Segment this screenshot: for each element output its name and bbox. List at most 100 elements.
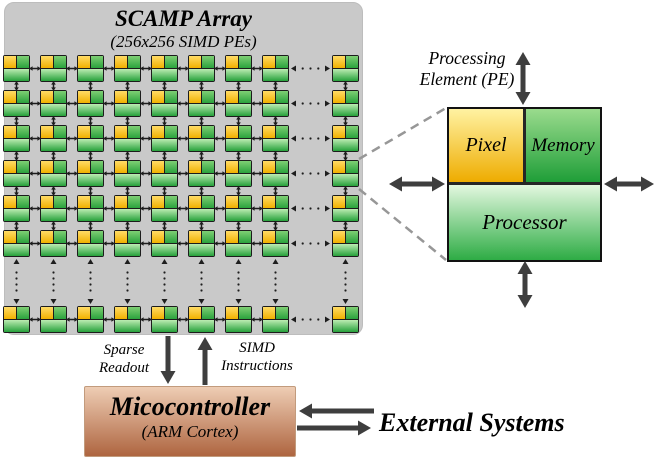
- pe-cell: [262, 306, 289, 333]
- pe-cell-processor: [78, 69, 103, 81]
- pe-link-arrow: [177, 206, 189, 211]
- pe-link-arrow: [236, 151, 241, 161]
- pe-cell-processor: [152, 320, 177, 332]
- pe-cell-memory: [54, 161, 66, 173]
- pe-cell-memory: [128, 307, 140, 319]
- pe-cell-pixel: [115, 91, 127, 103]
- pe-link-arrow: [29, 101, 41, 106]
- zoom-dash-lines: [358, 106, 447, 261]
- pe-cell-memory: [17, 196, 29, 208]
- pe-cell: [40, 195, 67, 222]
- pe-cell: [151, 195, 178, 222]
- pe-cell-processor: [41, 244, 66, 256]
- pe-cell: [40, 90, 67, 117]
- pe-cell-pixel: [263, 126, 275, 138]
- pe-cell-memory: [165, 196, 177, 208]
- pe-cell: [332, 125, 359, 152]
- pe-cell-pixel: [4, 231, 16, 243]
- pe-cell-memory: [239, 307, 251, 319]
- pe-cell-pixel: [41, 91, 53, 103]
- pe-cell-pixel: [4, 307, 16, 319]
- pe-cell-memory: [202, 161, 214, 173]
- pe-cell-processor: [333, 104, 358, 116]
- pe-link-arrow: [273, 186, 278, 196]
- pe-cell-processor: [115, 209, 140, 221]
- pe-link-arrow: [273, 151, 278, 161]
- pe-cell-processor: [226, 174, 251, 186]
- pe-link-arrow: [236, 221, 241, 231]
- pe-cell: [114, 195, 141, 222]
- pe-cell-processor: [263, 69, 288, 81]
- pe-cell-memory: [165, 231, 177, 243]
- pe-link-arrow: [51, 81, 56, 91]
- pe-cell-memory: [54, 56, 66, 68]
- pe-link-ellipsis-v: [235, 259, 242, 304]
- pe-cell-pixel: [78, 307, 90, 319]
- pe-cell: [77, 160, 104, 187]
- pe-cell-memory: [54, 307, 66, 319]
- pe-top-arrow: [515, 52, 531, 105]
- simd-instructions-label: SIMD Instructions: [206, 339, 308, 375]
- pe-link-arrow: [29, 206, 41, 211]
- pe-cell-processor: [78, 320, 103, 332]
- pe-cell-memory: [276, 307, 288, 319]
- pe-cell-processor: [152, 244, 177, 256]
- pe-cell: [332, 195, 359, 222]
- pe-cell-memory: [91, 91, 103, 103]
- pe-link-arrow: [29, 171, 41, 176]
- pe-link-arrow: [103, 136, 115, 141]
- pixel-label: Pixel: [465, 134, 507, 156]
- pe-link-arrow: [199, 81, 204, 91]
- pe-cell: [151, 306, 178, 333]
- pe-cell-processor: [189, 320, 214, 332]
- pe-cell-processor: [226, 209, 251, 221]
- pe-cell-pixel: [4, 126, 16, 138]
- processing-element-label-line1: Processing: [428, 48, 506, 68]
- pe-link-arrow: [140, 136, 152, 141]
- pe-cell-processor: [4, 69, 29, 81]
- pe-cell-pixel: [115, 126, 127, 138]
- pe-cell-memory: [202, 91, 214, 103]
- pe-cell: [151, 125, 178, 152]
- pe-link-arrow: [162, 221, 167, 231]
- pe-cell-processor: [189, 69, 214, 81]
- pe-cell: [77, 306, 104, 333]
- pe-cell: [225, 55, 252, 82]
- simd-instructions-label-line1: SIMD: [239, 340, 275, 356]
- pe-cell-memory: [128, 196, 140, 208]
- pe-link-arrow: [140, 66, 152, 71]
- pe-link-arrow: [88, 221, 93, 231]
- pe-cell-processor: [41, 104, 66, 116]
- pe-cell: [188, 55, 215, 82]
- pe-link-arrow: [125, 116, 130, 126]
- pe-cell: [332, 160, 359, 187]
- pe-cell-memory: [346, 56, 358, 68]
- simd-instructions-arrow: [197, 337, 213, 385]
- pe-link-arrow: [343, 186, 348, 196]
- pe-cell: [332, 306, 359, 333]
- pe-cell: [225, 125, 252, 152]
- pe-link-arrow: [162, 81, 167, 91]
- pe-cell-pixel: [263, 161, 275, 173]
- pe-cell-pixel: [333, 91, 345, 103]
- pe-link-arrow: [177, 241, 189, 246]
- pe-link-arrow: [51, 221, 56, 231]
- pe-link-arrow: [199, 186, 204, 196]
- pe-cell: [262, 230, 289, 257]
- pe-cell-processor: [4, 104, 29, 116]
- pe-link-arrow: [29, 241, 41, 246]
- pe-cell-pixel: [226, 307, 238, 319]
- pe-cell-processor: [333, 139, 358, 151]
- pe-link-arrow: [251, 241, 263, 246]
- pe-cell: [3, 195, 30, 222]
- pe-cell-pixel: [41, 307, 53, 319]
- pe-cell-memory: [346, 231, 358, 243]
- pe-link-arrow: [343, 151, 348, 161]
- pe-cell-processor: [41, 139, 66, 151]
- pe-link-arrow: [125, 221, 130, 231]
- pe-link-ellipsis-h: [291, 135, 330, 142]
- pe-cell-memory: [165, 126, 177, 138]
- pe-link-arrow: [88, 151, 93, 161]
- pe-link-arrow: [273, 221, 278, 231]
- pe-cell-memory: [239, 56, 251, 68]
